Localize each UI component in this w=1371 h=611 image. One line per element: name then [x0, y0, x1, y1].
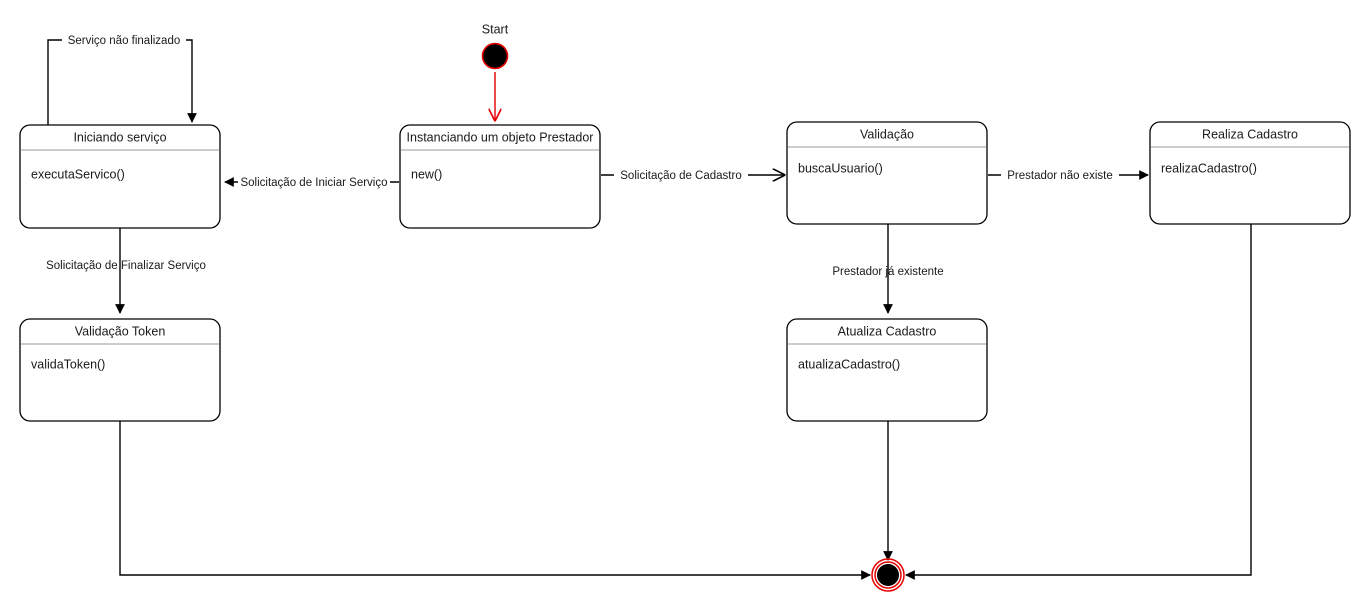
edge-path: [180, 39, 197, 123]
end-node-outer-ring: [871, 558, 905, 592]
transition-solicitacao-iniciar-servico: Solicitação de Iniciar Serviço: [224, 173, 399, 191]
edge-label-bg: [614, 166, 748, 184]
transition-solicitacao-finalizar-servico: Solicitação de Finalizar Serviço: [46, 228, 206, 314]
edge-label-prestador-nao-existe: Prestador não existe: [1007, 170, 1112, 182]
edge-label-bg: [238, 173, 390, 191]
state-iniciando-servico[interactable]: Iniciando serviço executaServico(): [19, 124, 221, 229]
transition-prestador-nao-existe: Prestador não existe: [988, 167, 1149, 185]
transition-prestador-ja-existente: Prestador já existente: [832, 224, 944, 314]
start-node-circle[interactable]: [481, 42, 509, 70]
transition-servico-nao-finalizado: Serviço não finalizado: [47, 31, 197, 130]
state-instanciando-prestador[interactable]: Instanciando um objeto Prestador new(): [399, 124, 601, 229]
state-title: Instanciando um objeto Prestador: [407, 130, 594, 144]
state-body: atualizaCadastro(): [798, 357, 900, 371]
edge-path: [905, 224, 1252, 580]
end-node-inner-ring: [874, 561, 902, 589]
edge-path: [47, 39, 68, 130]
edge-label-bg: [1001, 167, 1119, 185]
state-box[interactable]: [399, 124, 601, 229]
transition-realiza-cadastro-to-end: [905, 224, 1252, 580]
start-node[interactable]: Start: [481, 22, 509, 70]
transition-validacao-token-to-end: [119, 421, 871, 580]
state-body: buscaUsuario(): [798, 161, 883, 175]
transition-solicitacao-cadastro: Solicitação de Cadastro: [601, 166, 784, 184]
edge-label-bg: [62, 31, 186, 49]
state-validacao[interactable]: Validação buscaUsuario(): [786, 121, 988, 225]
end-node-core[interactable]: [877, 564, 899, 586]
state-body: validaToken(): [31, 357, 105, 371]
state-body: realizaCadastro(): [1161, 161, 1257, 175]
state-title: Validação Token: [75, 324, 166, 338]
edge-label-solicitacao-finalizar-servico: Solicitação de Finalizar Serviço: [46, 260, 206, 272]
state-body: new(): [411, 167, 442, 181]
edge-label-solicitacao-iniciar-servico: Solicitação de Iniciar Serviço: [240, 177, 387, 189]
end-node[interactable]: [871, 558, 905, 592]
state-title: Iniciando serviço: [73, 130, 166, 144]
state-title: Validação: [860, 127, 914, 141]
state-title: Atualiza Cadastro: [838, 324, 937, 338]
edge-label-servico-nao-finalizado: Serviço não finalizado: [68, 35, 181, 47]
state-validacao-token[interactable]: Validação Token validaToken(): [19, 318, 221, 422]
state-realiza-cadastro[interactable]: Realiza Cadastro realizaCadastro(): [1149, 121, 1351, 225]
state-body: executaServico(): [31, 167, 125, 181]
state-atualiza-cadastro[interactable]: Atualiza Cadastro atualizaCadastro(): [786, 318, 988, 422]
start-node-label: Start: [482, 22, 509, 36]
state-box[interactable]: [19, 124, 221, 229]
state-title: Realiza Cadastro: [1202, 127, 1298, 141]
edge-label-prestador-ja-existente: Prestador já existente: [832, 266, 943, 278]
edge-path: [119, 421, 871, 580]
edge-label-solicitacao-cadastro: Solicitação de Cadastro: [620, 170, 741, 182]
